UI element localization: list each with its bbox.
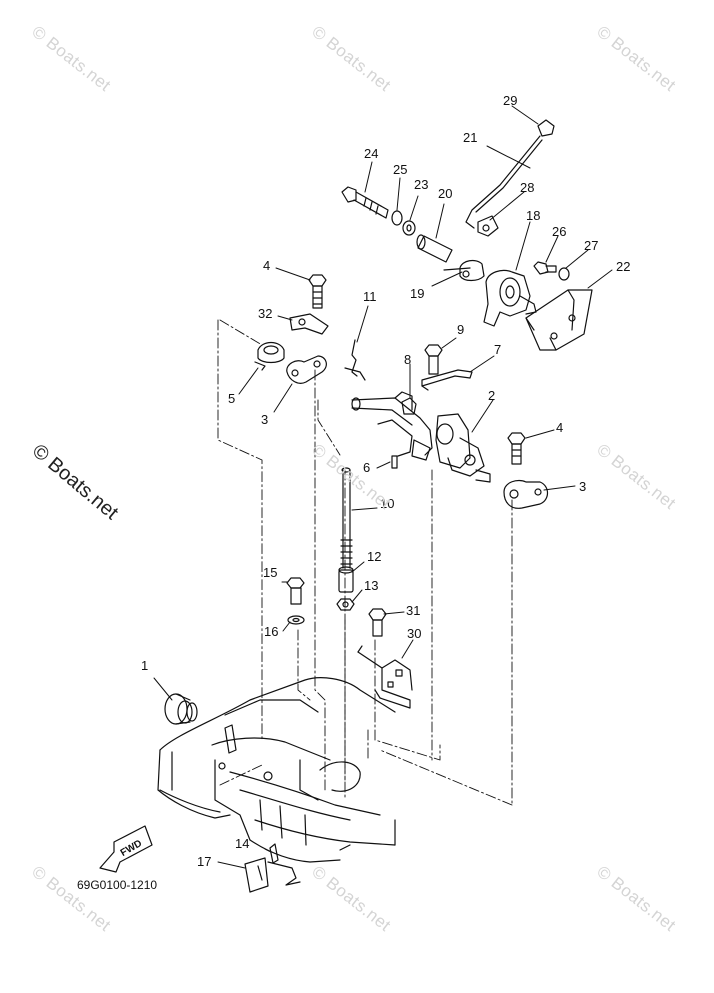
- callout-6: 6: [363, 460, 370, 475]
- bolt-part-26: [533, 261, 557, 275]
- callouts: 1 2 3 3 4 4 5 6 7 8 9 10 11 12 13 14 15 …: [141, 93, 630, 869]
- grommet-part-1: [164, 693, 198, 725]
- plate-part-17: [244, 857, 301, 893]
- callout-10: 10: [380, 496, 394, 511]
- callout-1: 1: [141, 658, 148, 673]
- callout-29: 29: [503, 93, 517, 108]
- fwd-arrow-icon: [99, 825, 153, 873]
- callout-15: 15: [263, 565, 277, 580]
- shift-lever-part-2: [351, 391, 491, 483]
- washer-part-23: [402, 220, 416, 236]
- lever-part-3-right: [503, 479, 549, 509]
- bracket-part-32: [289, 313, 329, 335]
- callout-23: 23: [414, 177, 428, 192]
- callout-12: 12: [367, 549, 381, 564]
- bushing-part-5: [254, 341, 285, 371]
- bolt-part-9: [424, 344, 443, 375]
- bolt-part-31: [368, 608, 387, 637]
- bolt-part-4-upper: [308, 274, 327, 309]
- callout-9: 9: [457, 322, 464, 337]
- callout-25: 25: [393, 162, 407, 177]
- clip-part-8: [401, 397, 417, 415]
- plate-part-7: [421, 369, 473, 391]
- clip-part-14: [269, 843, 279, 864]
- callout-13: 13: [364, 578, 378, 593]
- lever-part-18: [483, 269, 537, 327]
- callout-30: 30: [407, 626, 421, 641]
- cap-part-29: [537, 119, 555, 137]
- collar-part-20: [416, 234, 453, 263]
- washer-part-27: [558, 267, 570, 281]
- callout-28: 28: [520, 180, 534, 195]
- bottom-cowling: [157, 677, 396, 863]
- callout-4: 4: [556, 420, 563, 435]
- callout-19: 19: [410, 286, 424, 301]
- callout-14: 14: [235, 836, 249, 851]
- callout-27: 27: [584, 238, 598, 253]
- callout-22: 22: [616, 259, 630, 274]
- callout-32: 32: [258, 306, 272, 321]
- collar-part-12: [338, 566, 354, 593]
- assembly-lines: [217, 319, 513, 806]
- bolt-part-15: [286, 577, 305, 605]
- bolt-part-24: [341, 186, 389, 219]
- callout-11: 11: [363, 289, 377, 304]
- shift-pin-part-11: [344, 339, 366, 381]
- joint-part-28: [477, 215, 499, 237]
- shift-rod-part-10: [340, 467, 353, 569]
- callout-31: 31: [406, 603, 420, 618]
- callout-3: 3: [579, 479, 586, 494]
- lever-part-3-left: [286, 355, 327, 384]
- nut-part-13: [336, 598, 355, 611]
- callout-4: 4: [263, 258, 270, 273]
- bracket-part-22: [525, 289, 593, 351]
- callout-18: 18: [526, 208, 540, 223]
- callout-17: 17: [197, 854, 211, 869]
- callout-26: 26: [552, 224, 566, 239]
- callout-5: 5: [228, 391, 235, 406]
- bolt-part-4-right: [507, 432, 526, 465]
- link-part-19: [443, 259, 485, 282]
- callout-8: 8: [404, 352, 411, 367]
- rod-part-21: [465, 135, 543, 229]
- bracket-part-30: [357, 645, 413, 709]
- washer-part-16: [287, 615, 305, 625]
- pin-part-6: [391, 455, 398, 469]
- callout-2: 2: [488, 388, 495, 403]
- diagram-code: 69G0100-1210: [77, 878, 158, 892]
- callout-21: 21: [463, 130, 477, 145]
- callout-20: 20: [438, 186, 452, 201]
- callout-3: 3: [261, 412, 268, 427]
- washer-part-25: [391, 210, 403, 226]
- callout-16: 16: [264, 624, 278, 639]
- callout-7: 7: [494, 342, 501, 357]
- leader-lines: [153, 105, 613, 869]
- callout-24: 24: [364, 146, 378, 161]
